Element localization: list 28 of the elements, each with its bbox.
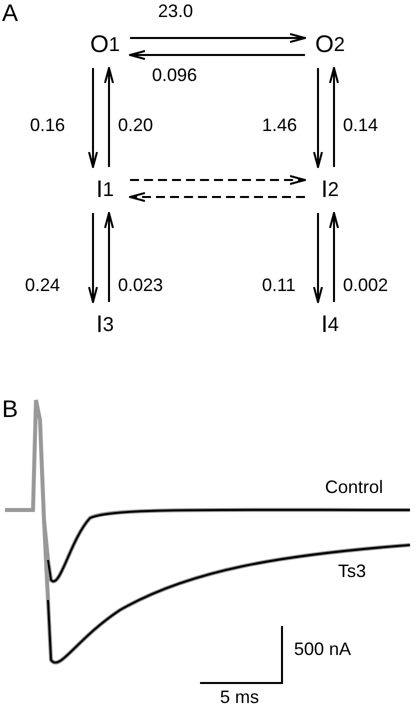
rate-constant: 0.096 bbox=[152, 66, 198, 84]
rate-constant: 0.11 bbox=[262, 276, 296, 294]
rate-arrow bbox=[88, 213, 98, 303]
rate-arrow bbox=[88, 68, 98, 168]
rate-arrow bbox=[130, 175, 306, 185]
rate-constant: 0.002 bbox=[343, 276, 388, 294]
rate-constant: 0.16 bbox=[30, 116, 66, 134]
rate-arrow bbox=[313, 213, 323, 303]
scale-label: 5 ms bbox=[220, 688, 260, 706]
scale-label: 500 nA bbox=[294, 640, 352, 658]
rate-constant: 0.24 bbox=[25, 276, 60, 294]
rate-constant: 0.14 bbox=[343, 116, 378, 134]
trace-label: Control bbox=[325, 478, 384, 496]
rate-constant: 1.46 bbox=[262, 116, 298, 134]
rate-arrow bbox=[329, 212, 339, 302]
rate-arrow bbox=[329, 67, 339, 167]
rate-arrow bbox=[129, 50, 305, 60]
trace-label: Ts3 bbox=[338, 562, 366, 580]
rate-constant: 23.0 bbox=[158, 2, 194, 20]
rate-arrow bbox=[130, 33, 306, 43]
rate-arrow bbox=[104, 67, 114, 167]
rate-arrow bbox=[313, 68, 323, 168]
rate-arrow bbox=[104, 212, 114, 302]
rate-arrow bbox=[129, 192, 305, 202]
panel-letter: B bbox=[2, 398, 18, 422]
rate-constant: 0.023 bbox=[118, 276, 164, 294]
rate-constant: 0.20 bbox=[118, 116, 154, 134]
panel-letter: A bbox=[2, 2, 18, 26]
